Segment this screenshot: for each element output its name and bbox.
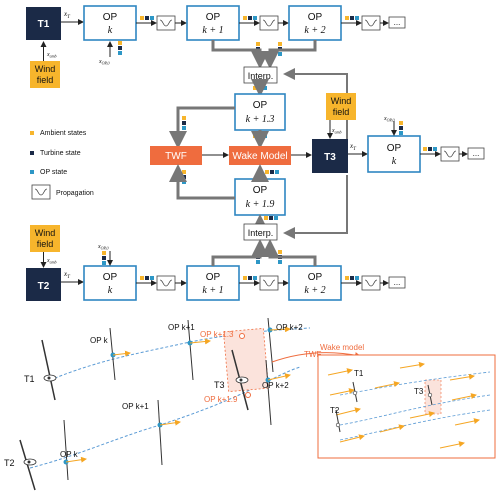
op-k-row3-k: k [392,156,397,167]
propagation-icon [361,15,381,31]
bottom-twf-label: TWF [304,350,321,359]
legend-ambient-label: Ambient states [40,130,87,137]
row-t1: T1 xT Wind field xamb OP k xOP,0 OP k + … [26,5,406,88]
xop-label-3: xOP,0 [383,116,395,124]
op-k-row2-op: OP [103,272,118,283]
propagation-icon [440,146,460,162]
interp-top-label: Interp. [248,71,274,81]
xamb-label-3: xamb [331,128,342,135]
op-k-row1-k: k [108,25,113,36]
propagation-icon [259,275,279,291]
op-k1-row2-op: OP [206,272,221,283]
legend-op-label: OP state [40,169,67,176]
wind-field-3 [326,93,356,120]
op-k13-op: OP [253,100,268,111]
ellipsis-row1: ... [394,18,401,27]
legend-turbine-swatch [30,151,34,155]
xop-label-2: xOP,0 [97,244,109,252]
op-k-box-row3 [367,135,421,173]
inset-t2-label: T2 [330,406,340,415]
xamb-label-1: xamb [46,52,57,59]
xamb-label-2: xamb [46,258,57,265]
turbine-t1-label: T1 [38,19,50,30]
legend-turbine-label: Turbine state [40,150,81,157]
propagation-icon [361,275,381,291]
ellipsis-row3: ... [473,149,480,158]
op-k2-box-row2 [288,265,342,301]
wind-field-1-line1: Wind [35,64,56,74]
xT-label-1: xT [63,10,71,20]
bottom-opk1-top: OP k+1 [168,323,195,332]
op-k13-box [234,93,286,131]
bottom-opk2-top: OP k+2 [276,323,303,332]
op-k-box-row2 [83,265,137,301]
wake-model-inset [317,354,496,459]
wind-field-2-line1: Wind [35,228,56,238]
op-k1-box-row1 [186,5,240,41]
bottom-t2-label: T2 [4,458,15,468]
propagation-icon [259,15,279,31]
op-k19-k: k + 1.9 [246,199,275,210]
bottom-opk1-bot: OP k+1 [122,402,149,411]
turbine-t2-box [26,268,61,301]
turbine-t3-box [312,139,348,173]
bottom-opk19: OP k+1.9 [204,395,238,404]
propagation-icon [156,15,176,31]
op-k1-row1-op: OP [206,12,221,23]
wind-field-3-line2: field [333,107,350,117]
bottom-turbine-t3 [231,349,249,411]
turbine-t2-label: T2 [38,281,50,292]
bottom-opk2-bot: OP k+2 [262,381,289,390]
bottom-turbine-t2 [19,439,37,491]
turbine-t1-box [26,7,61,40]
row-t2: Wind field xamb T2 xT OP k xOP,0 OP k + … [26,225,406,301]
wind-field-1-line2: field [37,75,54,85]
turbine-t3-label: T3 [324,152,336,163]
wake-model-box [229,146,291,165]
op-k2-row2-op: OP [308,272,323,283]
propagation-icon [156,275,176,291]
interp-bottom-label: Interp. [248,228,274,238]
op-k2-row2-k: k + 2 [304,285,325,296]
op-k13-k: k + 1.3 [246,114,275,125]
op-k-row1-op: OP [103,12,118,23]
ellipsis-row2: ... [394,278,401,287]
op-k1-row1-k: k + 1 [202,25,223,36]
legend: Ambient states Turbine state OP state Pr… [30,130,94,200]
op-k-box-row1 [83,5,137,41]
wind-field-1 [30,61,60,88]
wind-field-3-line1: Wind [331,96,352,106]
bottom-t3-label: T3 [214,380,225,390]
op-k-row3-op: OP [387,143,402,154]
propagation-icon [31,184,51,200]
twf-box [150,146,202,165]
wind-field-2 [30,225,60,252]
op-k-row2-k: k [108,285,113,296]
xT-label-2: xT [63,270,71,280]
legend-prop-label: Propagation [56,190,94,197]
wake-model-label: Wake Model [232,151,287,162]
inset-t1-label: T1 [354,369,364,378]
op-k1-row2-k: k + 1 [202,285,223,296]
inset-t3-label: T3 [414,387,424,396]
xop-label-1: xOP,0 [98,59,110,67]
bottom-t1-label: T1 [24,374,35,384]
wind-field-2-line2: field [37,239,54,249]
legend-op-swatch [30,170,34,174]
bottom-wake-model-label: Wake model [320,343,364,352]
bottom-opk-bot: OP k [60,450,79,459]
xT-label-3: xT [349,142,357,152]
bottom-opk-top: OP k [90,336,109,345]
bottom-schematic: T1 OP k OP k+1 OP k+2 OP k+1.3 T3 OP k+1… [4,317,496,491]
bottom-opk13: OP k+1.3 [200,330,234,339]
bottom-turbine-t1 [41,339,57,401]
op-k2-row1-k: k + 2 [304,25,325,36]
legend-ambient-swatch [30,131,34,135]
op-k19-op: OP [253,185,268,196]
op-k2-row1-op: OP [308,12,323,23]
twf-label: TWF [165,151,187,162]
op-k1-box-row2 [186,265,240,301]
op-k2-box-row1 [288,5,342,41]
